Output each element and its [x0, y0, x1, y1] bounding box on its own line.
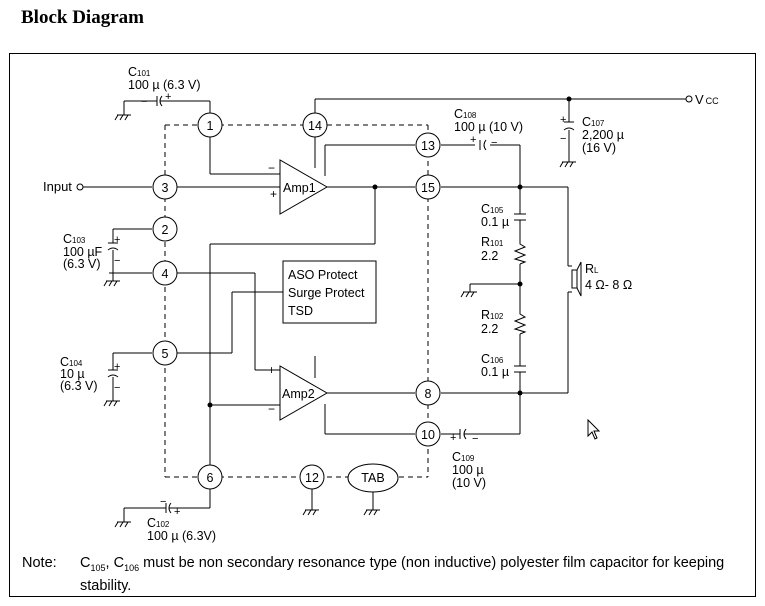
svg-text:−: −: [560, 133, 566, 145]
pin-15: 15: [421, 181, 435, 195]
c103-value2: (6.3 V): [63, 257, 101, 271]
pin-12: 12: [305, 471, 319, 485]
input-terminal: [76, 183, 84, 191]
svg-text:−: −: [268, 161, 275, 175]
component-labels: C101 100 µ (6.3 V) C108 100 µ (10 V) C10…: [60, 65, 632, 543]
tab-label: TAB: [361, 471, 384, 485]
rl-value: 4 Ω- 8 Ω: [585, 278, 632, 292]
svg-text:+: +: [165, 91, 171, 103]
capacitor-symbols: [107, 95, 575, 514]
amp2-label: Amp2: [282, 387, 315, 401]
polarity-marks: −+ +− +− −+ +− +− +−: [114, 91, 566, 518]
pin-2: 2: [162, 223, 169, 237]
r102-value: 2.2: [481, 322, 498, 336]
pin-3: 3: [162, 181, 169, 195]
tab-pad: TAB: [347, 463, 399, 493]
r101-name: R101: [481, 235, 504, 249]
c108-name: C108: [454, 107, 477, 121]
c101-name: C101: [128, 65, 151, 79]
c103-value: 100 µF: [63, 245, 103, 259]
resistor-symbols: [513, 240, 527, 335]
amp2-triangle: Amp2 + −: [268, 356, 329, 421]
c104-name: C104: [60, 355, 83, 369]
svg-text:−: −: [141, 96, 147, 108]
pin-4: 4: [162, 267, 169, 281]
svg-text:+: +: [114, 361, 120, 373]
svg-text:+: +: [114, 234, 120, 246]
vcc-terminal: [685, 95, 693, 103]
pin-6: 6: [207, 471, 214, 485]
pin-8: 8: [425, 387, 432, 401]
c109-name: C109: [452, 450, 475, 464]
amp1-triangle: Amp1 − +: [268, 158, 329, 215]
svg-text:+: +: [174, 506, 180, 518]
diagram-frame: [9, 53, 756, 597]
svg-text:−: −: [114, 382, 120, 394]
protect-aso: ASO Protect: [288, 268, 358, 282]
c109-value: 100 µ: [452, 463, 484, 477]
c103-name: C103: [63, 232, 86, 246]
svg-text:−: −: [491, 137, 497, 149]
pin-1: 1: [207, 119, 214, 133]
c102-name: C102: [147, 516, 170, 530]
note-text: C105, C106 must be non secondary resonan…: [80, 555, 725, 594]
svg-text:−: −: [114, 255, 120, 267]
junction-dots: [207, 96, 572, 408]
wires: [83, 98, 686, 522]
protect-surge: Surge Protect: [288, 286, 365, 300]
r102-name: R102: [481, 308, 504, 322]
note-label: Note:: [22, 555, 57, 571]
c106-value: 0.1 µ: [481, 365, 509, 379]
rl-name: RL: [585, 262, 599, 276]
ground-symbols: [103, 114, 576, 528]
c102-value: 100 µ (6.3V): [147, 529, 216, 543]
mouse-cursor-icon: [587, 418, 601, 440]
svg-text:+: +: [270, 187, 277, 201]
svg-text:−: −: [160, 496, 166, 508]
c104-value: 10 µ: [60, 367, 85, 381]
pin-14: 13: [421, 139, 435, 153]
pin-5: 5: [162, 347, 169, 361]
c107-name: C107: [582, 115, 605, 129]
c108-value: 100 µ (10 V): [454, 120, 523, 134]
amp1-label: Amp1: [283, 181, 316, 195]
speaker-icon: [568, 261, 582, 297]
pin-circles: 1 14 3 2 4 5 6 12 13 15 8 10: [152, 112, 441, 490]
svg-text:+: +: [268, 363, 275, 377]
svg-text:−: −: [472, 433, 478, 445]
svg-text:−: −: [268, 402, 275, 416]
c107-value2: (16 V): [582, 141, 616, 155]
svg-text:+: +: [560, 114, 566, 126]
c106-name: C106: [481, 352, 504, 366]
page-title: Block Diagram: [21, 7, 144, 28]
pin-10: 10: [421, 428, 435, 442]
c104-value2: (6.3 V): [60, 379, 98, 393]
protect-tsd: TSD: [288, 304, 313, 318]
pin-13: 14: [308, 119, 322, 133]
svg-text:+: +: [470, 134, 476, 146]
c101-value: 100 µ (6.3 V): [128, 78, 201, 92]
c107-value: 2,200 µ: [582, 128, 624, 142]
r101-value: 2.2: [481, 249, 498, 263]
c109-value2: (10 V): [452, 476, 486, 490]
svg-text:+: +: [450, 432, 456, 444]
protect-box: ASO Protect Surge Protect TSD: [282, 260, 377, 324]
c105-value: 0.1 µ: [481, 215, 509, 229]
c105-name: C105: [481, 202, 504, 216]
input-label: Input: [43, 179, 72, 194]
